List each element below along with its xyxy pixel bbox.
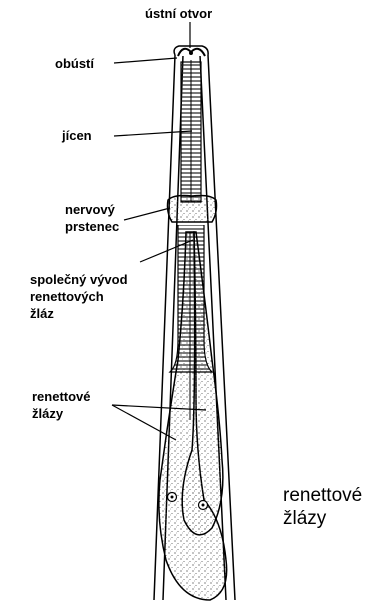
label-nerve-ring-line2: prstenec [65,219,119,234]
label-glands-line1: renettové [32,389,91,404]
label-duct-line3: žláz [30,306,54,321]
label-lip: obústí [55,56,94,71]
label-esophagus: jícen [61,128,92,143]
label-duct-line1: společný vývod [30,272,128,287]
lips [178,49,205,56]
caption-renette-glands: renettové žlázy [283,484,362,530]
label-duct-line2: renettových [30,289,104,304]
label-mouth: ústní otvor [145,6,212,21]
renette-glands [159,232,227,600]
nerve-ring [168,196,217,223]
label-nerve-ring-line1: nervový [65,202,116,217]
label-glands-line2: žlázy [32,406,64,421]
